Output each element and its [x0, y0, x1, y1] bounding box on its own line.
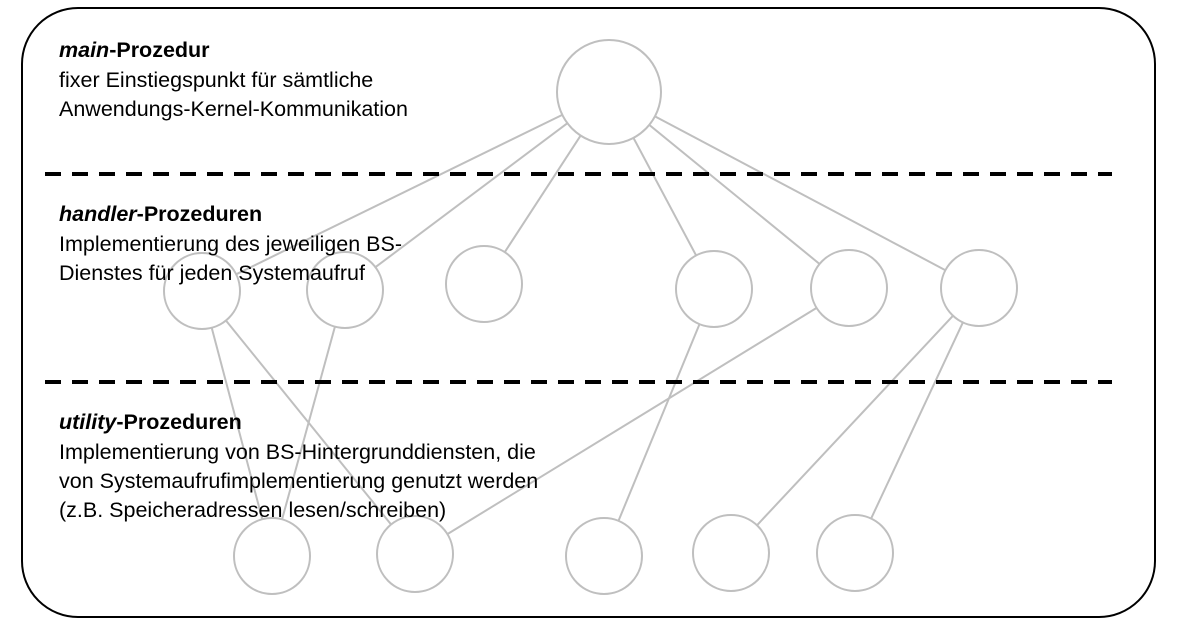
layer-block-handler: handler-Prozeduren Implementierung des j…: [59, 200, 402, 288]
graph-node-h3[interactable]: [445, 245, 523, 323]
graph-node-m1[interactable]: [556, 39, 662, 145]
graph-edge: [235, 113, 563, 276]
graph-edges: [210, 113, 964, 535]
graph-edge: [632, 137, 698, 256]
layer-block-main: main-Prozedur fixer Einstiegspunkt für s…: [59, 36, 408, 124]
graph-node-h1[interactable]: [163, 252, 241, 330]
graph-node-u4[interactable]: [692, 514, 770, 592]
layer-title-suffix-handler: -Prozeduren: [136, 202, 263, 226]
graph-node-h2[interactable]: [306, 251, 384, 329]
layer-title-utility: utility-Prozeduren: [59, 408, 538, 437]
layer-description-handler: Implementierung des jeweiligen BS- Diens…: [59, 232, 402, 285]
graph-node-h5[interactable]: [810, 249, 888, 327]
layer-title-suffix-main: -Prozedur: [109, 38, 210, 62]
graph-edge: [374, 122, 569, 269]
graph-edge: [654, 115, 946, 272]
graph-edge: [503, 135, 582, 253]
layer-title-handler: handler-Prozeduren: [59, 200, 402, 229]
diagram-border: [21, 7, 1156, 618]
graph-node-u5[interactable]: [816, 514, 894, 592]
graph-node-u2[interactable]: [376, 515, 454, 593]
graph-edge: [210, 327, 264, 520]
layer-keyword-utility: utility: [59, 410, 117, 434]
graph-node-u1[interactable]: [233, 517, 311, 595]
graph-node-u3[interactable]: [565, 517, 643, 595]
graph-edge: [648, 124, 821, 265]
diagram-border-outline: [21, 7, 1156, 618]
graph-nodes: [163, 39, 1018, 595]
graph-edge: [446, 307, 818, 535]
graph-edge: [756, 315, 954, 526]
layer-title-suffix-utility: -Prozeduren: [116, 410, 242, 434]
layer-title-main: main-Prozedur: [59, 36, 408, 65]
graph-edge: [617, 323, 701, 522]
layer-description-main: fixer Einstiegspunkt für sämtliche Anwen…: [59, 68, 408, 121]
layer-block-utility: utility-Prozeduren Implementierung von B…: [59, 408, 538, 525]
graph-node-h4[interactable]: [675, 250, 753, 328]
graph-edge: [281, 326, 336, 520]
graph-node-h6[interactable]: [940, 249, 1018, 327]
layer-keyword-main: main: [59, 38, 110, 62]
layer-description-utility: Implementierung von BS-Hintergrunddienst…: [59, 440, 539, 522]
layer-dividers: [45, 172, 1112, 384]
graph-edge: [870, 321, 964, 520]
layer-keyword-handler: handler: [59, 202, 137, 226]
